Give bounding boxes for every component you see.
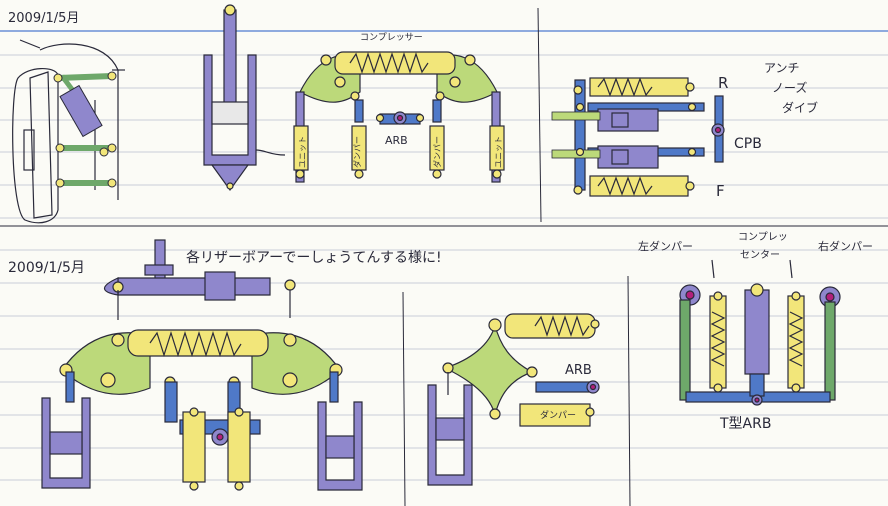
note-line2: ノーズ bbox=[772, 80, 807, 95]
bottom-date: 2009/1/5月 bbox=[8, 260, 85, 276]
center-label-2: センター bbox=[740, 249, 780, 261]
center-label-1: コンプレッ bbox=[738, 231, 788, 243]
bottom-linkage bbox=[41, 239, 363, 491]
right-damper-label: 右ダンパー bbox=[818, 239, 873, 253]
arb-label: ARB bbox=[385, 134, 408, 147]
note-line1: アンチ bbox=[764, 61, 800, 75]
note-line3: ダイブ bbox=[782, 100, 818, 115]
cpb-label: CPB bbox=[734, 136, 762, 152]
section-dividers bbox=[0, 7, 888, 506]
left-damper-label: 左ダンパー bbox=[638, 239, 693, 253]
unit-left-label: ユニット bbox=[298, 136, 307, 168]
rocker-damper-label: ダンパー bbox=[540, 409, 576, 421]
vertical-damper bbox=[203, 4, 286, 192]
damper-left-label: ダンパー bbox=[352, 136, 362, 168]
bottom-caption: 各リザーボアーでーしょうてんする様に! bbox=[186, 250, 442, 266]
rocker-arb-label: ARB bbox=[565, 363, 592, 378]
rocker-diagram bbox=[427, 313, 600, 486]
t-arb-diagram bbox=[679, 259, 841, 406]
unit-right-label: ユニット bbox=[494, 136, 503, 168]
top-linkage bbox=[293, 51, 505, 183]
damper-right-label: ダンパー bbox=[432, 136, 442, 168]
t-arb-label: T型ARB bbox=[719, 416, 771, 432]
f-label: F bbox=[716, 182, 725, 200]
r-label: R bbox=[718, 74, 728, 92]
anti-dive-diagram bbox=[551, 77, 725, 197]
top-date: 2009/1/5月 bbox=[8, 11, 79, 26]
side-view-links bbox=[53, 71, 117, 188]
spring-label: コンプレッサー bbox=[360, 32, 423, 43]
side-view-sketch bbox=[12, 39, 125, 224]
